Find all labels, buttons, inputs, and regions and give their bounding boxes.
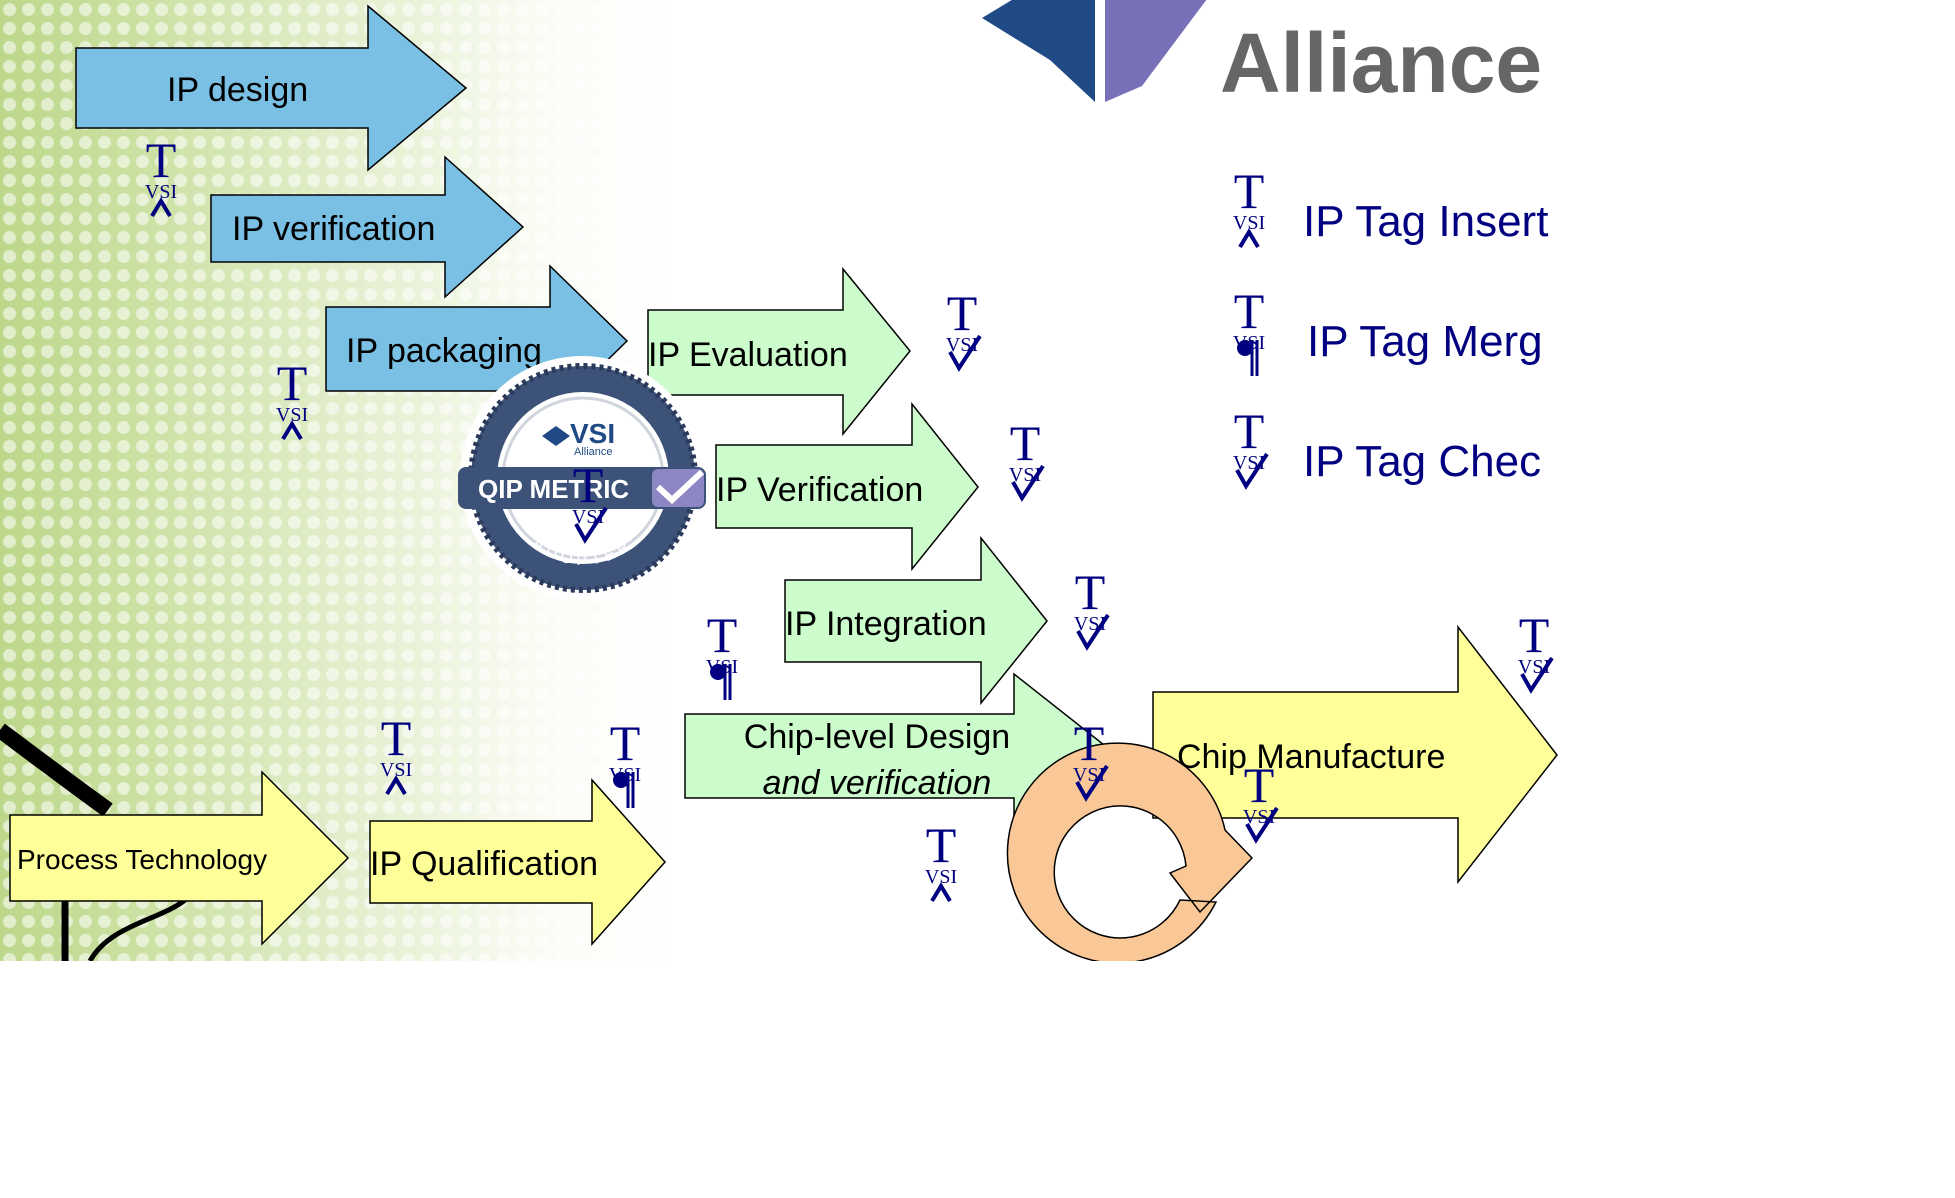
tag-vsi: VSI [380,759,412,781]
legend-check-label: IP Tag Chec [1303,437,1541,486]
insert-caret-icon [1238,228,1260,249]
vsi-alliance-logo: Alliance [982,0,1542,110]
tag-letter: T [1234,283,1265,339]
arrow-ip-verification [210,155,525,299]
check-mark-icon [1075,764,1109,802]
tag-vsi: VSI [1233,212,1265,234]
tag-letter: T [1244,757,1275,813]
tag-letter: T [573,457,604,513]
tag-letter: T [1234,163,1265,219]
label-ip-qualification: IP Qualification [370,845,598,883]
tag-letter: T [947,285,978,341]
check-mark-icon [1076,613,1110,651]
check-mark-icon [1245,806,1279,844]
tag-letter: T [381,710,412,766]
tag-letter: T [1074,715,1105,771]
arrow-ip-design [75,4,468,172]
tag-letter: T [1234,403,1265,459]
label-ip-design: IP design [167,71,308,109]
insert-caret-icon [150,197,172,218]
merge-pilcrow-icon [613,772,629,788]
badge-diamond-icon [542,426,570,446]
label-chip-design-line1: Chip-level Design [744,718,1010,756]
insert-caret-icon [385,775,407,796]
tag-vsi: VSI [276,404,308,426]
check-mark-icon [1520,656,1554,694]
check-mark-icon [574,506,608,544]
process-diagram: Alliance IP design IP verification IP pa… [0,0,1558,961]
tag-letter: T [1075,564,1106,620]
qip-metric-adopter-badge: VSI Alliance QIP METRIC ADOPTER [458,356,706,600]
arrow-ip-integration [784,535,1048,706]
tag-letter: T [1010,415,1041,471]
label-ip-packaging: IP packaging [346,332,542,370]
label-ip-evaluation: IP Evaluation [648,336,848,374]
label-chip-manufacture: Chip Manufacture [1177,738,1445,776]
badge-brand: VSI [570,418,615,449]
badge-main-text: QIP METRIC [478,474,629,504]
check-mark-icon [1011,464,1045,502]
tag-letter: T [277,355,308,411]
logo-text: Alliance [1220,16,1542,110]
insert-caret-icon [281,420,303,441]
arrow-ip-verification-2 [715,401,979,572]
tag-vsi: VSI [925,866,957,888]
loop-arrow-orange [1006,742,1254,961]
legend-merge-label: IP Tag Merg [1307,317,1543,366]
tag-letter: T [926,817,957,873]
vsi-tag-markers: TVSITVSITVSITVSITVSITVSITVSITVSITVSITVSI… [145,132,1554,903]
label-chip-design-line2: and verification [763,764,992,802]
label-ip-verification: IP verification [232,210,435,248]
tag-letter: T [707,607,738,663]
arrow-ip-qualification [369,778,667,946]
insert-caret-icon [930,882,952,903]
label-ip-verification-2: IP Verification [716,471,923,509]
arrow-process-technology [9,770,350,946]
tag-letter: T [1519,607,1550,663]
merge-pilcrow-icon [1237,340,1253,356]
tag-vsi: VSI [145,181,177,203]
tag-letter: T [146,132,177,188]
badge-check-icon [655,469,705,505]
label-process-technology: Process Technology [17,844,267,875]
check-mark-icon [948,334,982,372]
cable-decoration [0,723,187,961]
label-ip-integration: IP Integration [785,605,987,643]
check-mark-icon [1235,452,1269,490]
legend-insert-label: IP Tag Insert [1303,197,1548,246]
merge-pilcrow-icon [710,664,726,680]
badge-brand-sub: Alliance [574,446,613,458]
tag-letter: T [610,715,641,771]
arrow-ip-evaluation [647,266,911,437]
